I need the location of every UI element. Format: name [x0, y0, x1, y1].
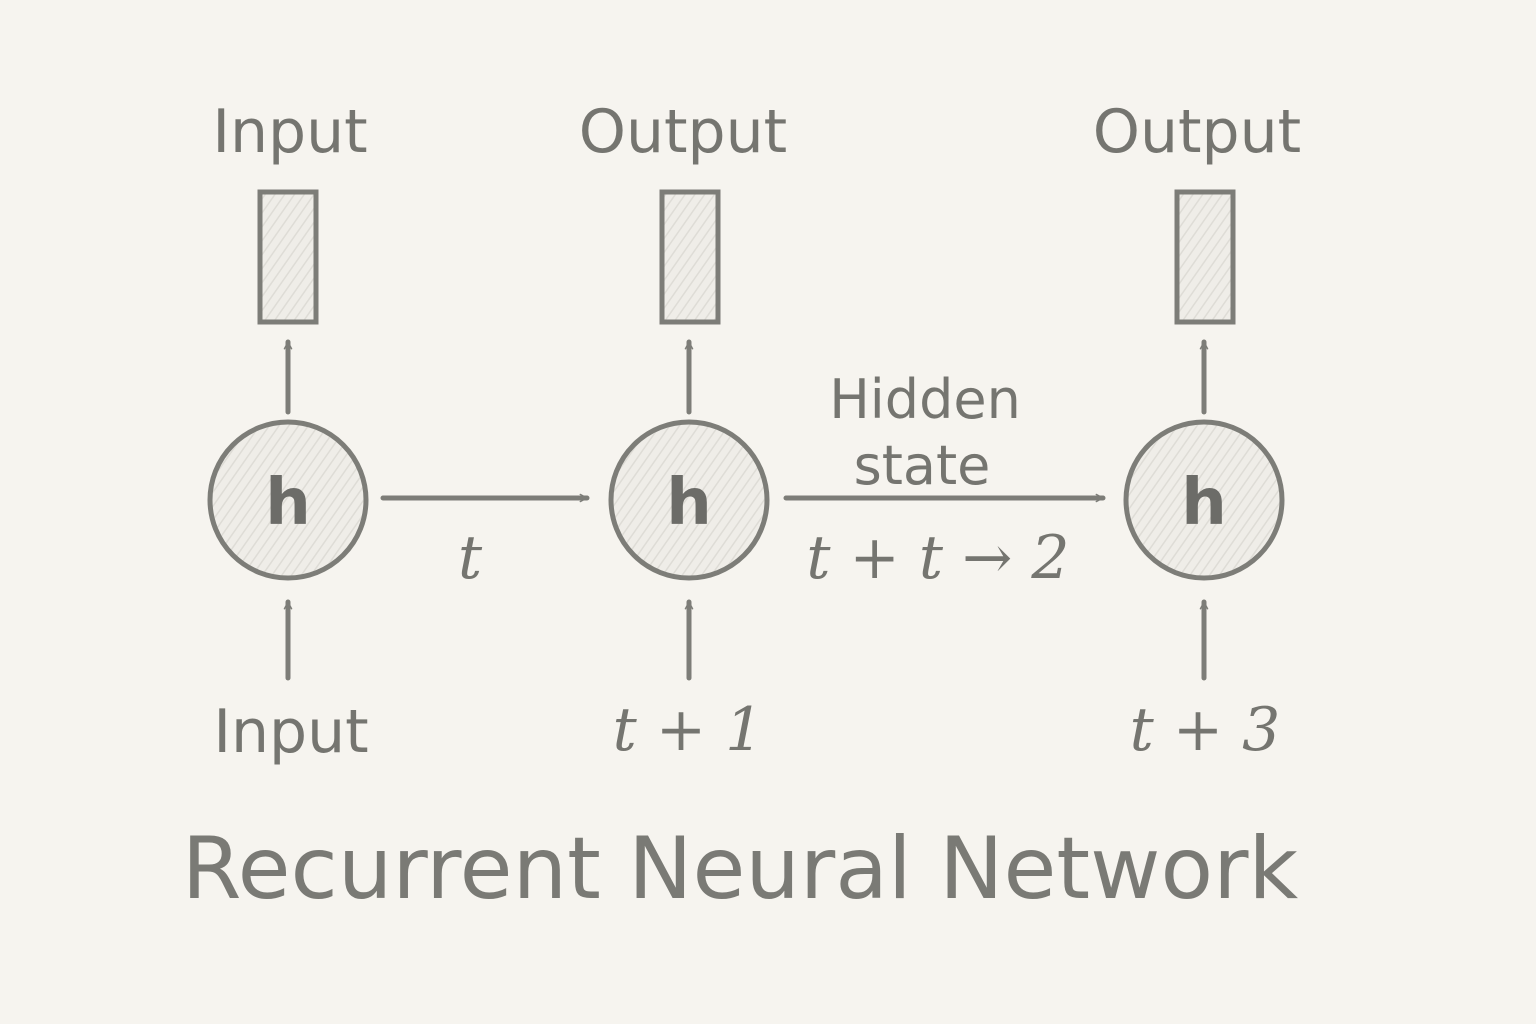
top-label-input: Input: [212, 97, 367, 167]
bottom-label-input: Input: [213, 697, 368, 767]
bottom-label-t-plus-1: t + 1: [613, 695, 764, 765]
hidden-node-2: [608, 419, 770, 581]
edge-label-t: t: [458, 523, 483, 593]
hidden-node-2-label: h: [666, 466, 712, 540]
output-vector-box-1: [659, 189, 721, 325]
hidden-node-1: [207, 419, 369, 581]
output-vector-box-2: [1174, 189, 1236, 325]
hidden-state-label-line2: state: [854, 434, 991, 497]
hidden-node-1-label: h: [265, 466, 311, 540]
input-vector-box: [257, 189, 319, 325]
hidden-node-3-label: h: [1181, 466, 1227, 540]
hidden-node-3: [1123, 419, 1285, 581]
edge-label-t-plus-t: t + t → 2: [806, 523, 1069, 593]
bottom-label-t-plus-3: t + 3: [1130, 695, 1281, 765]
diagram-title: Recurrent Neural Network: [182, 819, 1299, 919]
top-label-output-1: Output: [579, 97, 787, 167]
top-label-output-2: Output: [1093, 97, 1301, 167]
hidden-state-label-line1: Hidden: [829, 368, 1021, 431]
